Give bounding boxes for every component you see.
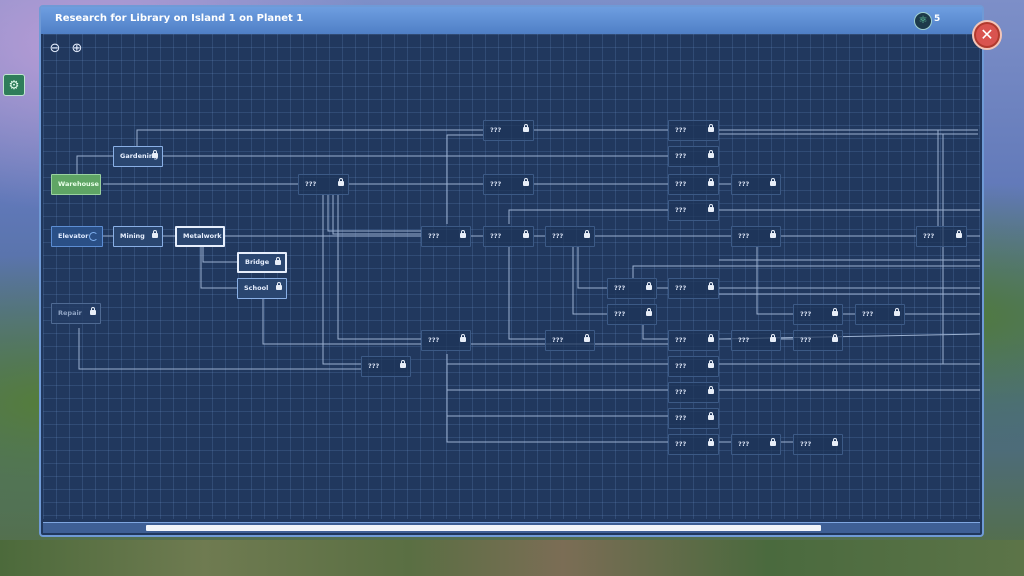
tech-node-unknown[interactable]: ??? [668,200,719,221]
tech-node-unknown[interactable]: ??? [545,226,595,247]
window-title: Research for Library on Island 1 on Plan… [55,13,304,24]
tech-node-unknown[interactable]: ??? [668,408,719,429]
lock-icon [460,230,466,238]
tech-node-unknown[interactable]: ??? [731,174,781,195]
lock-icon [832,438,838,446]
lock-icon [708,360,714,368]
tech-node-unknown[interactable]: ??? [731,434,781,455]
tech-node-unknown[interactable]: ??? [793,434,843,455]
lock-icon [646,308,652,316]
lock-icon [770,438,776,446]
tech-node-unknown[interactable]: ??? [298,174,349,195]
lock-icon [400,360,406,368]
game-world-background [0,540,1024,576]
progress-spinner-icon [89,232,98,241]
lock-icon [770,230,776,238]
tech-node-unknown[interactable]: ??? [545,330,595,351]
tech-node-unknown[interactable]: ??? [483,226,534,247]
tech-node-unknown[interactable]: ??? [668,382,719,403]
lock-icon [90,307,96,315]
lock-icon [275,257,281,265]
tech-node-warehouse[interactable]: Warehouse [51,174,101,195]
lock-icon [276,282,282,290]
research-points-icon: ⚛ [914,12,932,30]
tech-node-gardening[interactable]: Gardening [113,146,163,167]
lock-icon [708,282,714,290]
tech-node-unknown[interactable]: ??? [731,330,781,351]
tech-node-mining[interactable]: Mining [113,226,163,247]
tech-node-elevator[interactable]: Elevator [51,226,103,247]
title-bar: Research for Library on Island 1 on Plan… [41,7,982,34]
tech-node-unknown[interactable]: ??? [668,174,719,195]
lock-icon [708,124,714,132]
zoom-in-icon[interactable]: ⊕ [71,41,83,56]
lock-icon [956,230,962,238]
lock-icon [708,438,714,446]
tech-links [76,129,980,443]
lock-icon [646,282,652,290]
tech-node-unknown[interactable]: ??? [607,278,657,299]
lock-icon [832,334,838,342]
lock-icon [770,334,776,342]
tech-node-unknown[interactable]: ??? [668,278,719,299]
lock-icon [708,150,714,158]
horizontal-scrollbar[interactable] [43,522,980,533]
tech-node-bridge[interactable]: Bridge [237,252,287,273]
lock-icon [523,178,529,186]
research-points-count: 5 [934,14,941,24]
tech-node-unknown[interactable]: ??? [483,120,534,141]
lock-icon [460,334,466,342]
zoom-out-icon[interactable]: ⊖ [49,41,61,56]
tech-node-unknown[interactable]: ??? [483,174,534,195]
tech-node-unknown[interactable]: ??? [668,146,719,167]
tech-node-unknown[interactable]: ??? [668,356,719,377]
tech-node-unknown[interactable]: ??? [916,226,967,247]
tech-node-unknown[interactable]: ??? [731,226,781,247]
tech-node-metalwork[interactable]: Metalwork [175,226,225,247]
lock-icon [708,204,714,212]
tech-node-unknown[interactable]: ??? [607,304,657,325]
lock-icon [708,412,714,420]
research-window: Research for Library on Island 1 on Plan… [39,5,984,537]
research-tree-canvas[interactable]: ⊖ ⊕ [43,34,980,519]
tech-node-repair[interactable]: Repair [51,303,101,324]
lock-icon [523,124,529,132]
tech-node-unknown[interactable]: ??? [793,304,843,325]
close-button[interactable]: ✕ [972,20,1002,50]
tech-node-unknown[interactable]: ??? [668,330,719,351]
lock-icon [338,178,344,186]
lock-icon [584,334,590,342]
lock-icon [708,178,714,186]
lock-icon [894,308,900,316]
lock-icon [523,230,529,238]
scrollbar-thumb[interactable] [146,525,821,531]
lock-icon [584,230,590,238]
lock-icon [832,308,838,316]
tech-node-unknown[interactable]: ??? [793,330,843,351]
lock-icon [770,178,776,186]
tech-node-unknown[interactable]: ??? [668,120,719,141]
tech-node-unknown[interactable]: ??? [668,434,719,455]
tech-node-unknown[interactable]: ??? [361,356,411,377]
tech-node-unknown[interactable]: ??? [421,330,471,351]
lock-icon [708,386,714,394]
lock-icon [708,334,714,342]
tech-node-school[interactable]: School [237,278,287,299]
lock-icon [152,150,158,158]
gear-icon[interactable]: ⚙ [3,74,25,96]
lock-icon [152,230,158,238]
tech-node-unknown[interactable]: ??? [855,304,905,325]
tech-node-unknown[interactable]: ??? [421,226,471,247]
